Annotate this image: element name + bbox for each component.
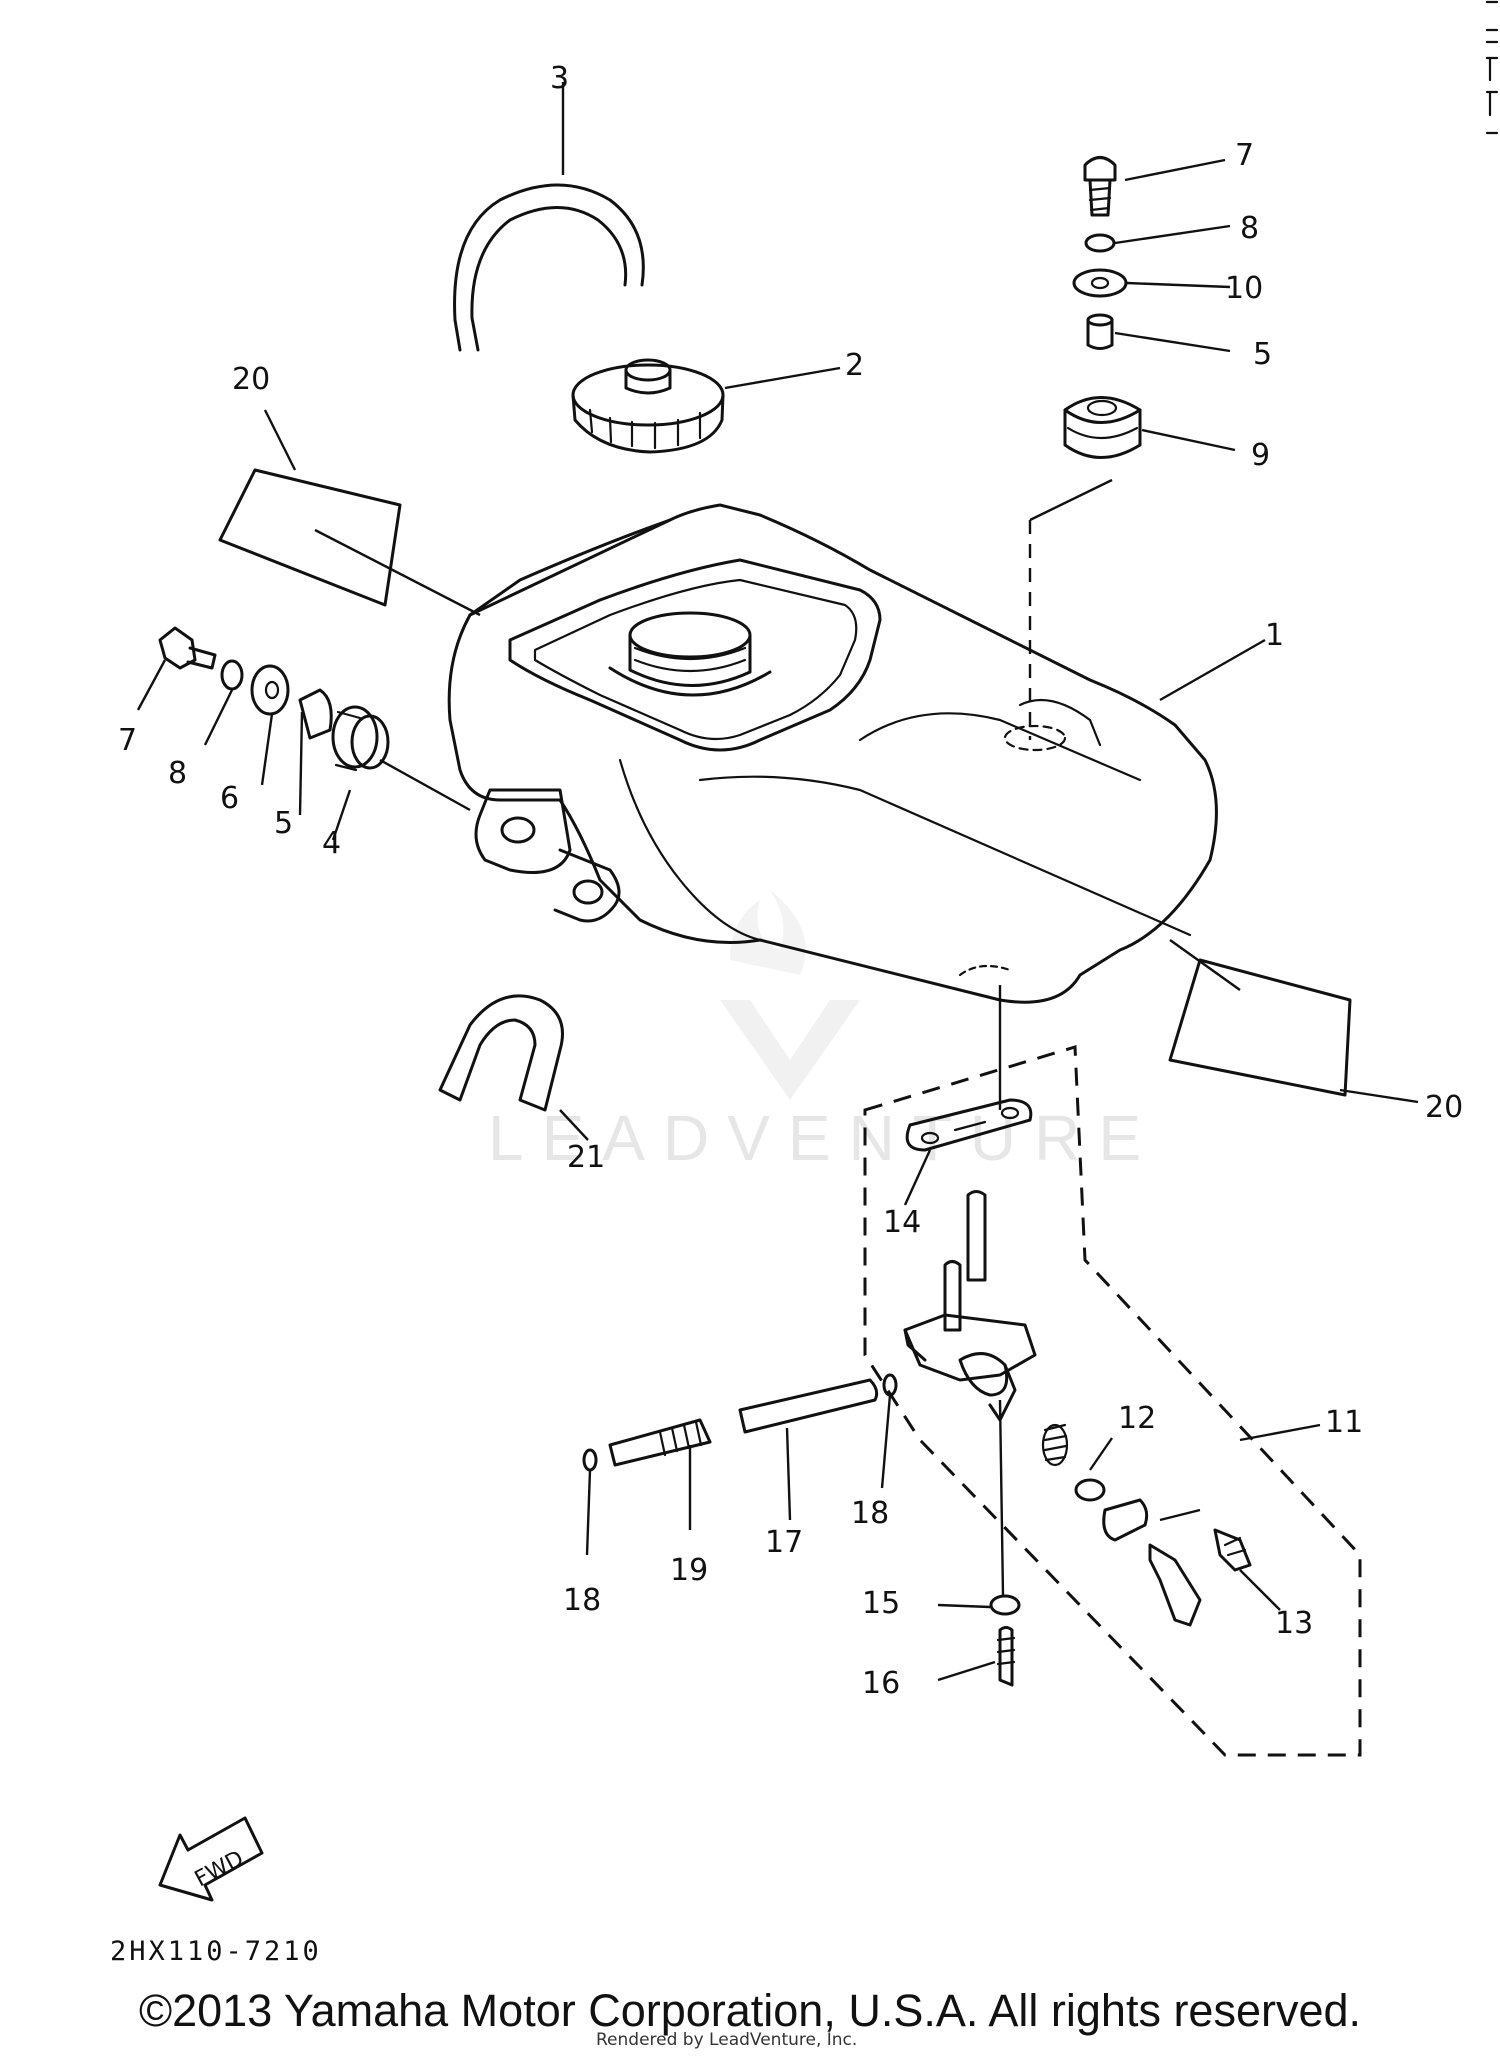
part-label-8: 8: [1240, 211, 1259, 246]
fwd-arrow-icon: FWD: [158, 1816, 264, 1902]
rendered-by-text: Rendered by LeadVenture, Inc.: [596, 2030, 858, 2050]
edge-marks: [1485, 0, 1499, 135]
part-label-13: 13: [1275, 1606, 1313, 1641]
part-label-10: 10: [1225, 271, 1263, 306]
part-label-9: 9: [1251, 438, 1270, 473]
part-label-15: 15: [862, 1586, 900, 1621]
part-label-18-left: 18: [563, 1583, 601, 1618]
gasket-part: [905, 1098, 1033, 1152]
part-label-14: 14: [883, 1205, 921, 1240]
decal-part-left: [218, 468, 402, 607]
copyright-text: ©2013 Yamaha Motor Corporation, U.S.A. A…: [138, 1985, 1362, 2036]
part-label-7-left: 7: [118, 723, 137, 758]
fuel-hose-part: [582, 1373, 898, 1472]
part-label-21: 21: [567, 1140, 605, 1175]
part-label-3: 3: [550, 61, 569, 96]
part-label-11: 11: [1325, 1405, 1363, 1440]
part-label-6: 6: [220, 781, 239, 816]
part-label-5: 5: [1253, 337, 1272, 372]
drawing-code: 2HX110-7210: [110, 1936, 322, 1967]
part-label-7: 7: [1235, 138, 1254, 173]
part-label-18-right: 18: [851, 1496, 889, 1531]
part-labels: 3 2 7 8 10 5 9 1 20 7 8 6 5 4 20 21 14 1…: [118, 61, 1463, 1701]
clip-part: [438, 994, 564, 1112]
left-mount-hardware: [158, 626, 390, 772]
part-label-5-left: 5: [274, 806, 293, 841]
part-label-12: 12: [1118, 1401, 1156, 1436]
fuel-tank-part: [447, 503, 1218, 1004]
part-label-1: 1: [1265, 618, 1284, 653]
part-label-4: 4: [322, 826, 341, 861]
watermark-logo: [720, 890, 860, 1100]
fuel-cock-assembly-outline: [863, 1045, 1362, 1757]
part-label-16: 16: [862, 1666, 900, 1701]
fwd-label: FWD: [191, 1846, 248, 1892]
part-label-8-left: 8: [168, 756, 187, 791]
right-mount-hardware: [1063, 156, 1142, 459]
leader-lines: [136, 82, 1419, 1682]
part-label-2: 2: [845, 348, 864, 383]
part-label-20: 20: [232, 362, 270, 397]
part-label-17: 17: [765, 1525, 803, 1560]
decal-part-right: [1168, 958, 1352, 1097]
fuel-cock-part: [903, 1190, 1252, 1687]
part-label-20-right: 20: [1425, 1090, 1463, 1125]
breather-hose-part: [453, 183, 645, 352]
part-label-19: 19: [670, 1553, 708, 1588]
fuel-cap-part: [571, 358, 725, 454]
